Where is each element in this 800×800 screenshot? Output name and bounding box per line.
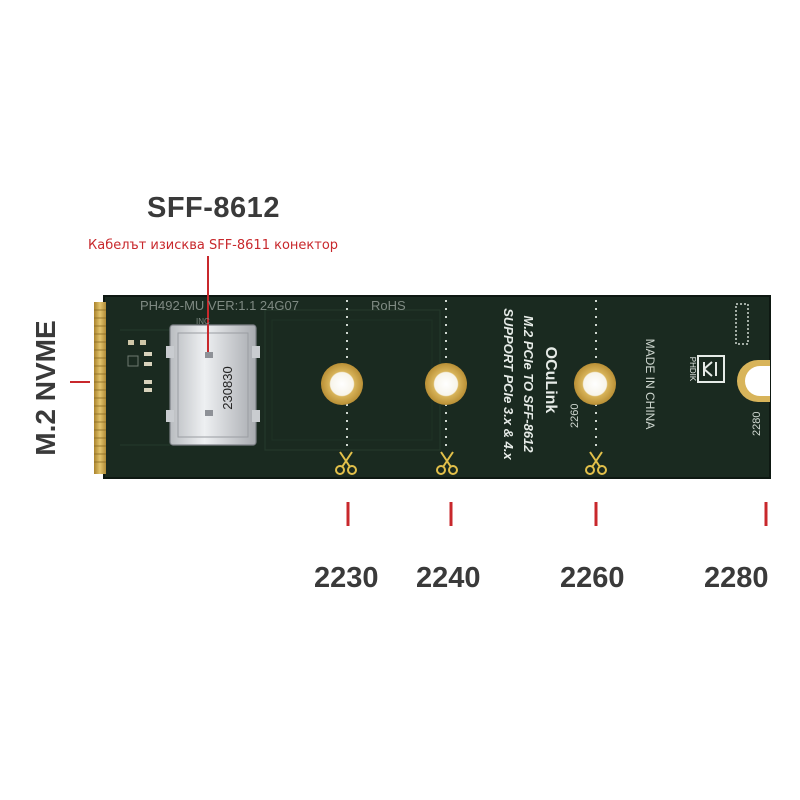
connector-title: SFF-8612	[147, 192, 280, 224]
length-indicators	[346, 502, 768, 526]
mount-hole-2260	[574, 363, 616, 405]
qr-mark	[735, 303, 749, 345]
interface-label: M.2 NVME	[30, 320, 61, 456]
gold-edge-contacts	[94, 302, 106, 474]
length-label-2280: 2280	[704, 562, 769, 594]
board-model-text: PH492-MU VER:1.1 24G07	[140, 298, 299, 313]
scissors-icon	[585, 451, 607, 475]
length-label-2240: 2240	[416, 562, 481, 594]
board-line2: SUPPORT PCIe 3.x & 4.x	[501, 308, 516, 460]
board-ver-small: INC	[196, 317, 210, 326]
length-label-2230: 2230	[314, 562, 379, 594]
brand-logo: PHDIK	[688, 355, 725, 383]
board-made-in: MADE IN CHINA	[643, 339, 657, 430]
connector-note: Кабелът изисква SFF-8611 конектор	[88, 238, 339, 253]
mount-hole-2230	[321, 363, 363, 405]
board-title-oculink: OCuLink	[542, 347, 559, 414]
brand-logo-text: PHDIK	[688, 357, 697, 382]
scissors-icon	[436, 451, 458, 475]
board-line1: M.2 PCIe TO SFF-8612	[521, 315, 536, 453]
mount-hole-2280	[737, 360, 770, 402]
mount-hole-2240	[425, 363, 467, 405]
connector-chip-text: 230830	[220, 366, 235, 409]
board-rohs-text: RoHS	[371, 298, 406, 313]
sff-8612-connector: 230830	[166, 324, 260, 446]
hole-label-2260: 2260	[569, 404, 581, 428]
smd-components	[127, 340, 152, 392]
scissors-icon	[335, 451, 357, 475]
length-label-2260: 2260	[560, 562, 625, 594]
hole-label-2280: 2280	[751, 412, 763, 436]
